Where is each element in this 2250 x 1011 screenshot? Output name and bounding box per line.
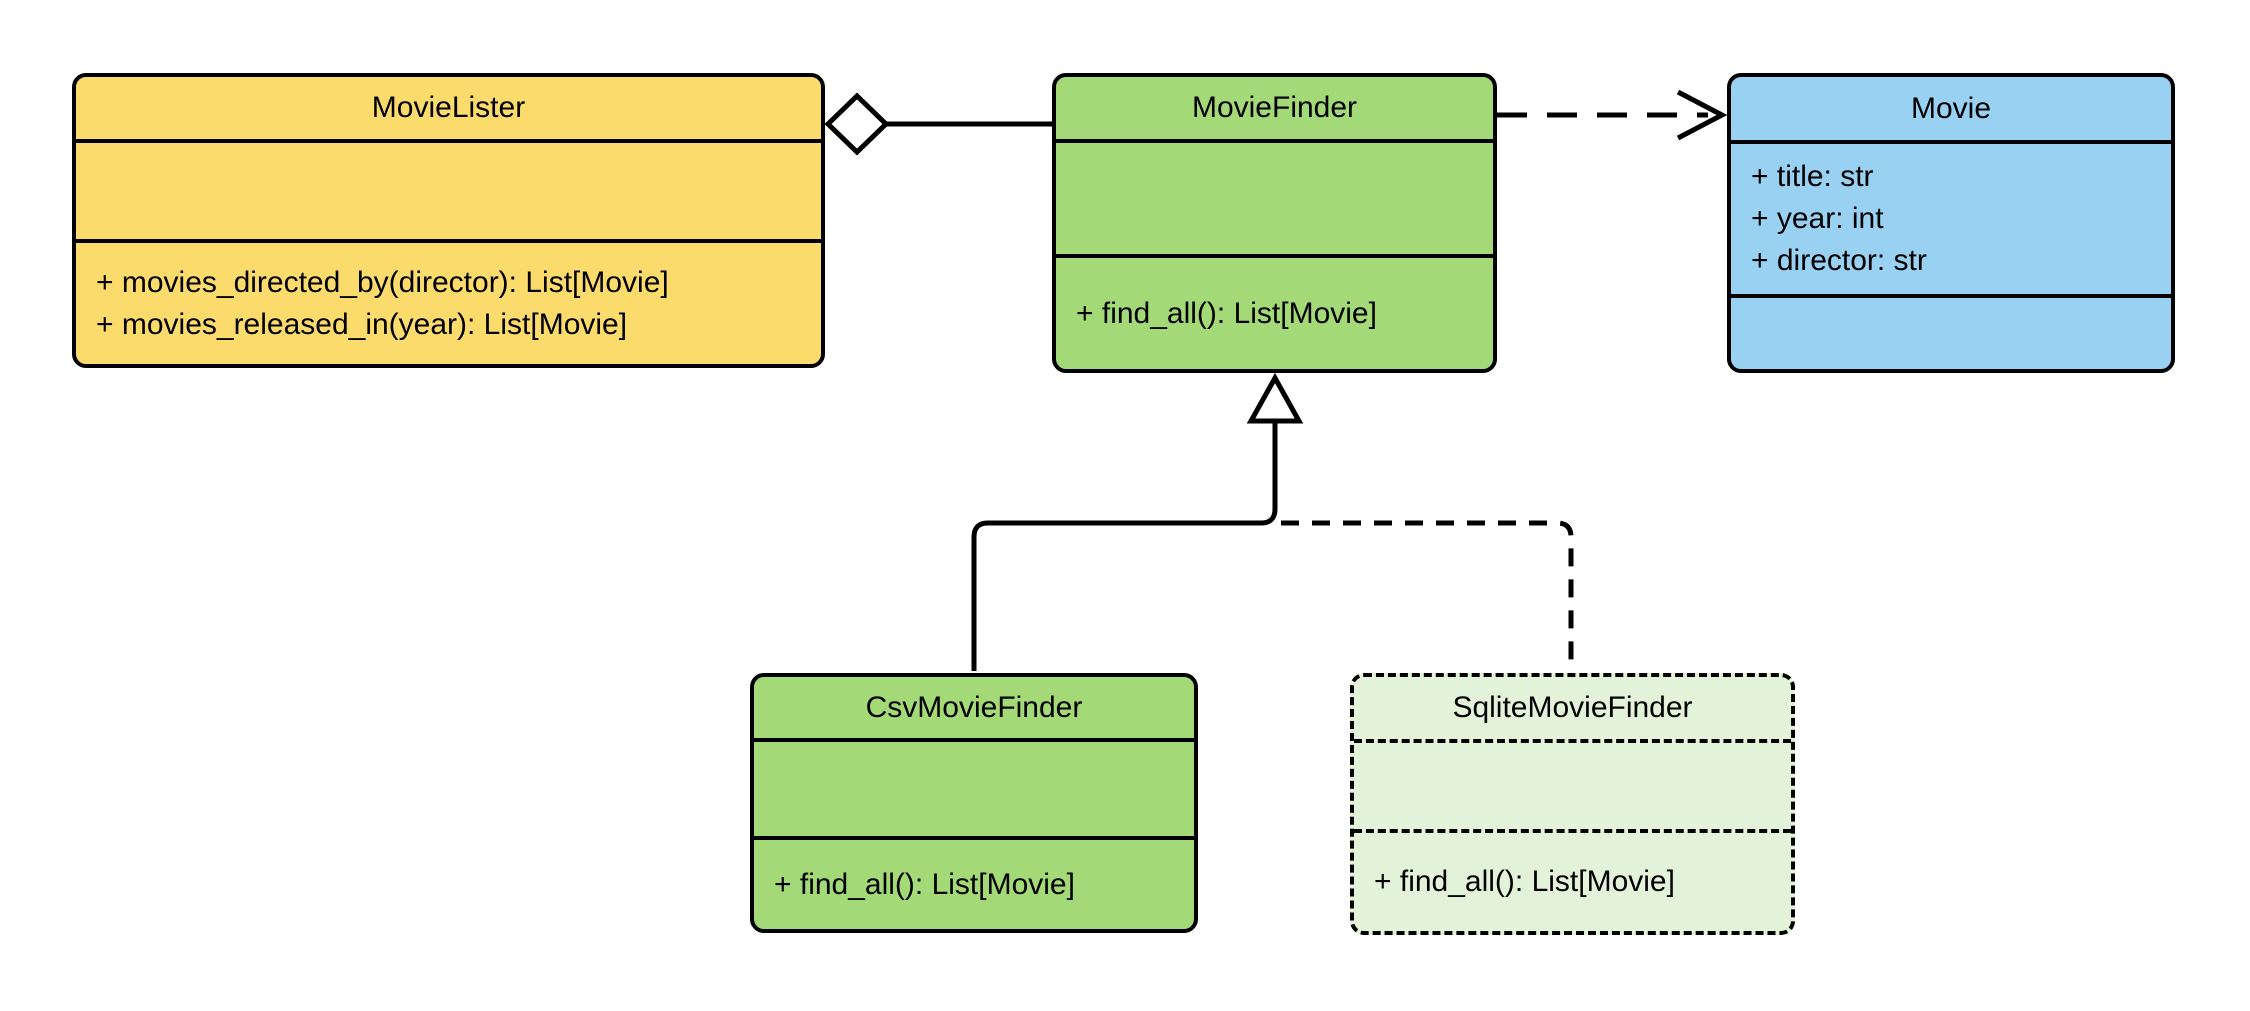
inheritance-line-sqlite [1281,520,1574,671]
attributes-section: + title: str + year: int + director: str [1731,144,2171,298]
aggregation-diamond [824,92,890,156]
attributes-section [754,742,1194,840]
method-label: + find_all(): List[Movie] [1076,296,1377,330]
class-box-movie: Movie + title: str + year: int + directo… [1727,73,2175,373]
method-label: + find_all(): List[Movie] [1374,865,1675,898]
class-box-movielister: MovieLister + movies_directed_by(directo… [72,73,825,368]
class-title: SqliteMovieFinder [1354,677,1791,743]
class-title: MovieFinder [1056,77,1493,143]
methods-section: + movies_directed_by(director): List[Mov… [76,243,821,364]
method-label: + movies_directed_by(director): List[Mov… [96,265,669,299]
methods-section: + find_all(): List[Movie] [1354,833,1791,931]
method-label: + movies_released_in(year): List[Movie] [96,307,628,341]
inheritance-triangle-icon [1246,372,1304,424]
methods-section [1731,298,2171,369]
attribute-label: + year: int [1751,202,1884,235]
attributes-section [76,143,821,243]
method-label: + find_all(): List[Movie] [774,867,1075,901]
methods-section: + find_all(): List[Movie] [1056,258,1493,369]
class-box-sqlitemoviefinder: SqliteMovieFinder + find_all(): List[Mov… [1350,673,1795,935]
class-box-csvmoviefinder: CsvMovieFinder + find_all(): List[Movie] [750,673,1198,933]
attribute-label: + director: str [1751,244,1927,277]
class-box-moviefinder: MovieFinder + find_all(): List[Movie] [1052,73,1497,373]
class-title: MovieLister [76,77,821,143]
methods-section: + find_all(): List[Movie] [754,840,1194,929]
class-title: Movie [1731,77,2171,144]
attributes-section [1056,143,1493,258]
attributes-section [1354,743,1791,833]
dependency-arrowhead-icon [1676,89,1728,141]
class-title: CsvMovieFinder [754,677,1194,742]
attribute-label: + title: str [1751,160,1874,193]
inheritance-line-csv [971,421,1278,671]
